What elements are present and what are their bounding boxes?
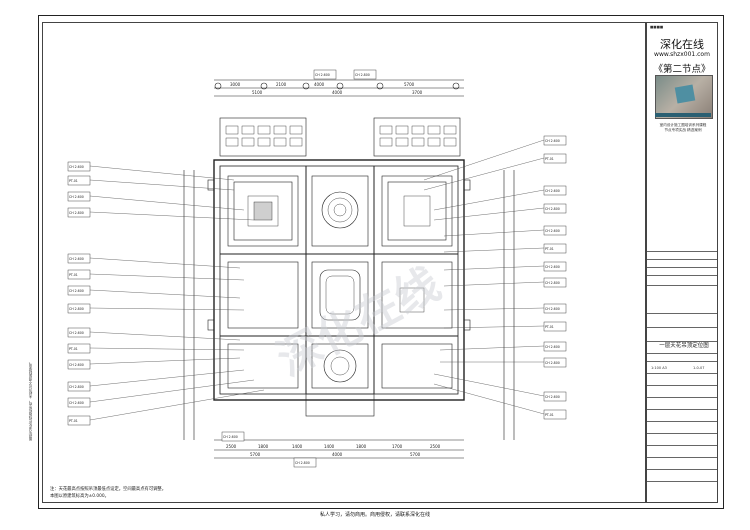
ceiling-tag: CH 2.600 <box>69 363 84 367</box>
ceiling-tag: PT-01 <box>69 179 78 183</box>
ceiling-tag: CH 2.600 <box>223 435 238 439</box>
ceiling-tag: CH 2.600 <box>315 73 330 77</box>
ceiling-tag: CH 2.800 <box>69 385 84 389</box>
dim-top: 3000 <box>230 82 241 87</box>
ceiling-tag: CH 2.600 <box>545 189 560 193</box>
drawing-frame <box>42 22 646 503</box>
ceiling-tag: CH 2.600 <box>545 229 560 233</box>
ceiling-tag: PT-01 <box>69 273 78 277</box>
ceiling-tag: CH 2.800 <box>545 281 560 285</box>
brand-description: 室内设计施工图培训系列课程 节点专项实战 精选案例 <box>659 123 707 132</box>
watermark-logo: 深化在线 <box>269 258 448 386</box>
dim-top-sub: 4000 <box>332 90 343 95</box>
promo-caption-bar <box>655 113 711 117</box>
title-block: ■■■■ 深化在线 www.shzx001.com 《第二节点》 室内设计施工图… <box>646 22 718 503</box>
ceiling-tag: PT-01 <box>545 325 554 329</box>
ceiling-plan-drawing: CH 2.600 PT-01 CH 2.600 CH 2.800 CH 2.60… <box>67 69 567 468</box>
drawing-sheet <box>38 15 724 509</box>
brand-section: 《第二节点》 <box>653 64 711 75</box>
ceiling-tag: CH 2.600 <box>545 139 560 143</box>
ceiling-tag: CH 2.800 <box>545 361 560 365</box>
ceiling-tag: CH 2.800 <box>545 207 560 211</box>
footer-notice: 私人学习，请勿商用。商用侵权，请联系深化在线 <box>319 512 430 518</box>
drawing-title: 一层天花吊顶定位图 <box>659 343 709 349</box>
ceiling-tag: CH 2.600 <box>69 289 84 293</box>
drawing-notes: 注：天花最高点按照吊顶最低点设定。空间最高点有可调整。 本图以原建筑标高为±0.… <box>50 487 167 499</box>
dim-bottom: 2500 <box>430 444 441 449</box>
sheet-number: 1-0-07 <box>693 366 705 370</box>
ceiling-tag: CH 2.600 <box>545 265 560 269</box>
ceiling-tag: PT-01 <box>69 347 78 351</box>
ceiling-tag: PT-01 <box>545 413 554 417</box>
dim-bottom: 2500 <box>226 444 237 449</box>
dim-bottom: 1800 <box>356 444 367 449</box>
ceiling-tag: CH 2.600 <box>69 195 84 199</box>
dim-top-sub: 3700 <box>412 90 423 95</box>
dim-bottom-sub: 4000 <box>332 452 343 457</box>
dim-bottom-sub: 5700 <box>250 452 261 457</box>
dim-top: 2100 <box>276 82 287 87</box>
brand-url: www.shzx001.com <box>654 51 710 58</box>
ceiling-tag: CH 2.600 <box>69 257 84 261</box>
ceiling-tag: CH 2.600 <box>545 307 560 311</box>
promo-photo <box>655 75 713 119</box>
brand-name: 深化在线 <box>660 38 704 51</box>
dim-top: 5700 <box>404 82 415 87</box>
dim-top: 4000 <box>314 82 325 87</box>
ceiling-tag: PT-01 <box>545 157 554 161</box>
ceiling-tag: PT-01 <box>69 419 78 423</box>
svg-text:深化在线: 深化在线 <box>269 258 448 386</box>
ceiling-tag: CH 2.600 <box>545 395 560 399</box>
dim-bottom: 1800 <box>258 444 269 449</box>
drawing-scale: 1:100 A3 <box>651 366 667 370</box>
dim-bottom: 1400 <box>324 444 335 449</box>
dim-top-sub: 5100 <box>252 90 263 95</box>
ceiling-tag: CH 2.600 <box>69 331 84 335</box>
dim-bottom: 1700 <box>392 444 403 449</box>
ceiling-tag: CH 2.800 <box>355 73 370 77</box>
ceiling-tag: CH 2.600 <box>545 345 560 349</box>
side-note: 图纸为深化在线版权所有，未经许可不得复制使用。 <box>28 360 32 441</box>
ceiling-tag: CH 2.600 <box>69 401 84 405</box>
dim-bottom-sub: 5700 <box>410 452 421 457</box>
ceiling-tag: CH 2.600 <box>69 165 84 169</box>
ceiling-tag: PT-01 <box>545 247 554 251</box>
ceiling-tag: CH 2.800 <box>69 211 84 215</box>
ceiling-tag: CH 2.800 <box>69 307 84 311</box>
ceiling-tag: CH 2.800 <box>295 461 310 465</box>
dim-bottom: 1400 <box>292 444 303 449</box>
